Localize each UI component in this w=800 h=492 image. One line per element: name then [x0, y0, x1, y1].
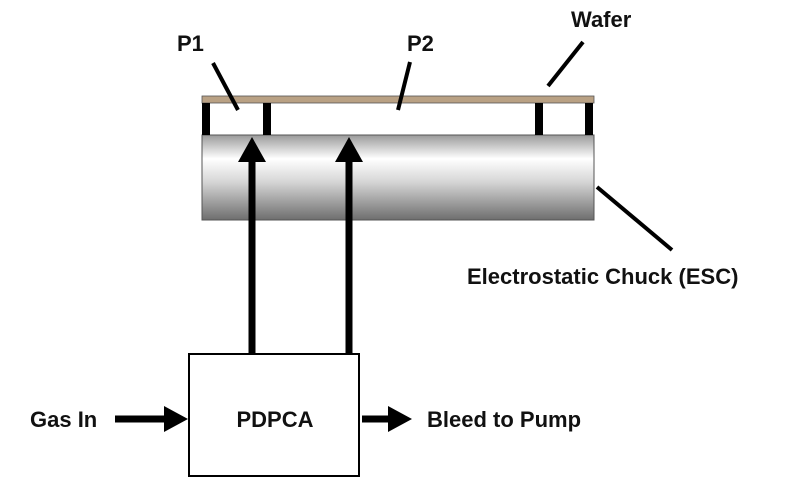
bleed-arrow-head: [388, 406, 412, 432]
pdpca-box: [188, 353, 360, 477]
pdpca-label: PDPCA: [236, 407, 313, 432]
pillar-3: [535, 103, 543, 135]
esc-label: Electrostatic Chuck (ESC): [467, 264, 738, 289]
esc-leader: [595, 185, 674, 252]
gas-in-arrow-head: [164, 406, 188, 432]
arrow-head-p2: [335, 137, 363, 162]
pillar-4: [585, 103, 593, 135]
bleed-label: Bleed to Pump: [427, 407, 581, 432]
p1-label: P1: [177, 31, 204, 56]
pillar-1: [202, 103, 210, 135]
wafer-label: Wafer: [571, 7, 632, 32]
p1-leader: [211, 62, 240, 111]
electrostatic-chuck: [201, 134, 595, 221]
arrow-head-p1: [238, 137, 266, 162]
pillar-2: [263, 103, 271, 135]
p2-label: P2: [407, 31, 434, 56]
p2-leader: [396, 61, 412, 111]
gas-in-label: Gas In: [30, 407, 97, 432]
wafer-leader: [546, 40, 585, 88]
